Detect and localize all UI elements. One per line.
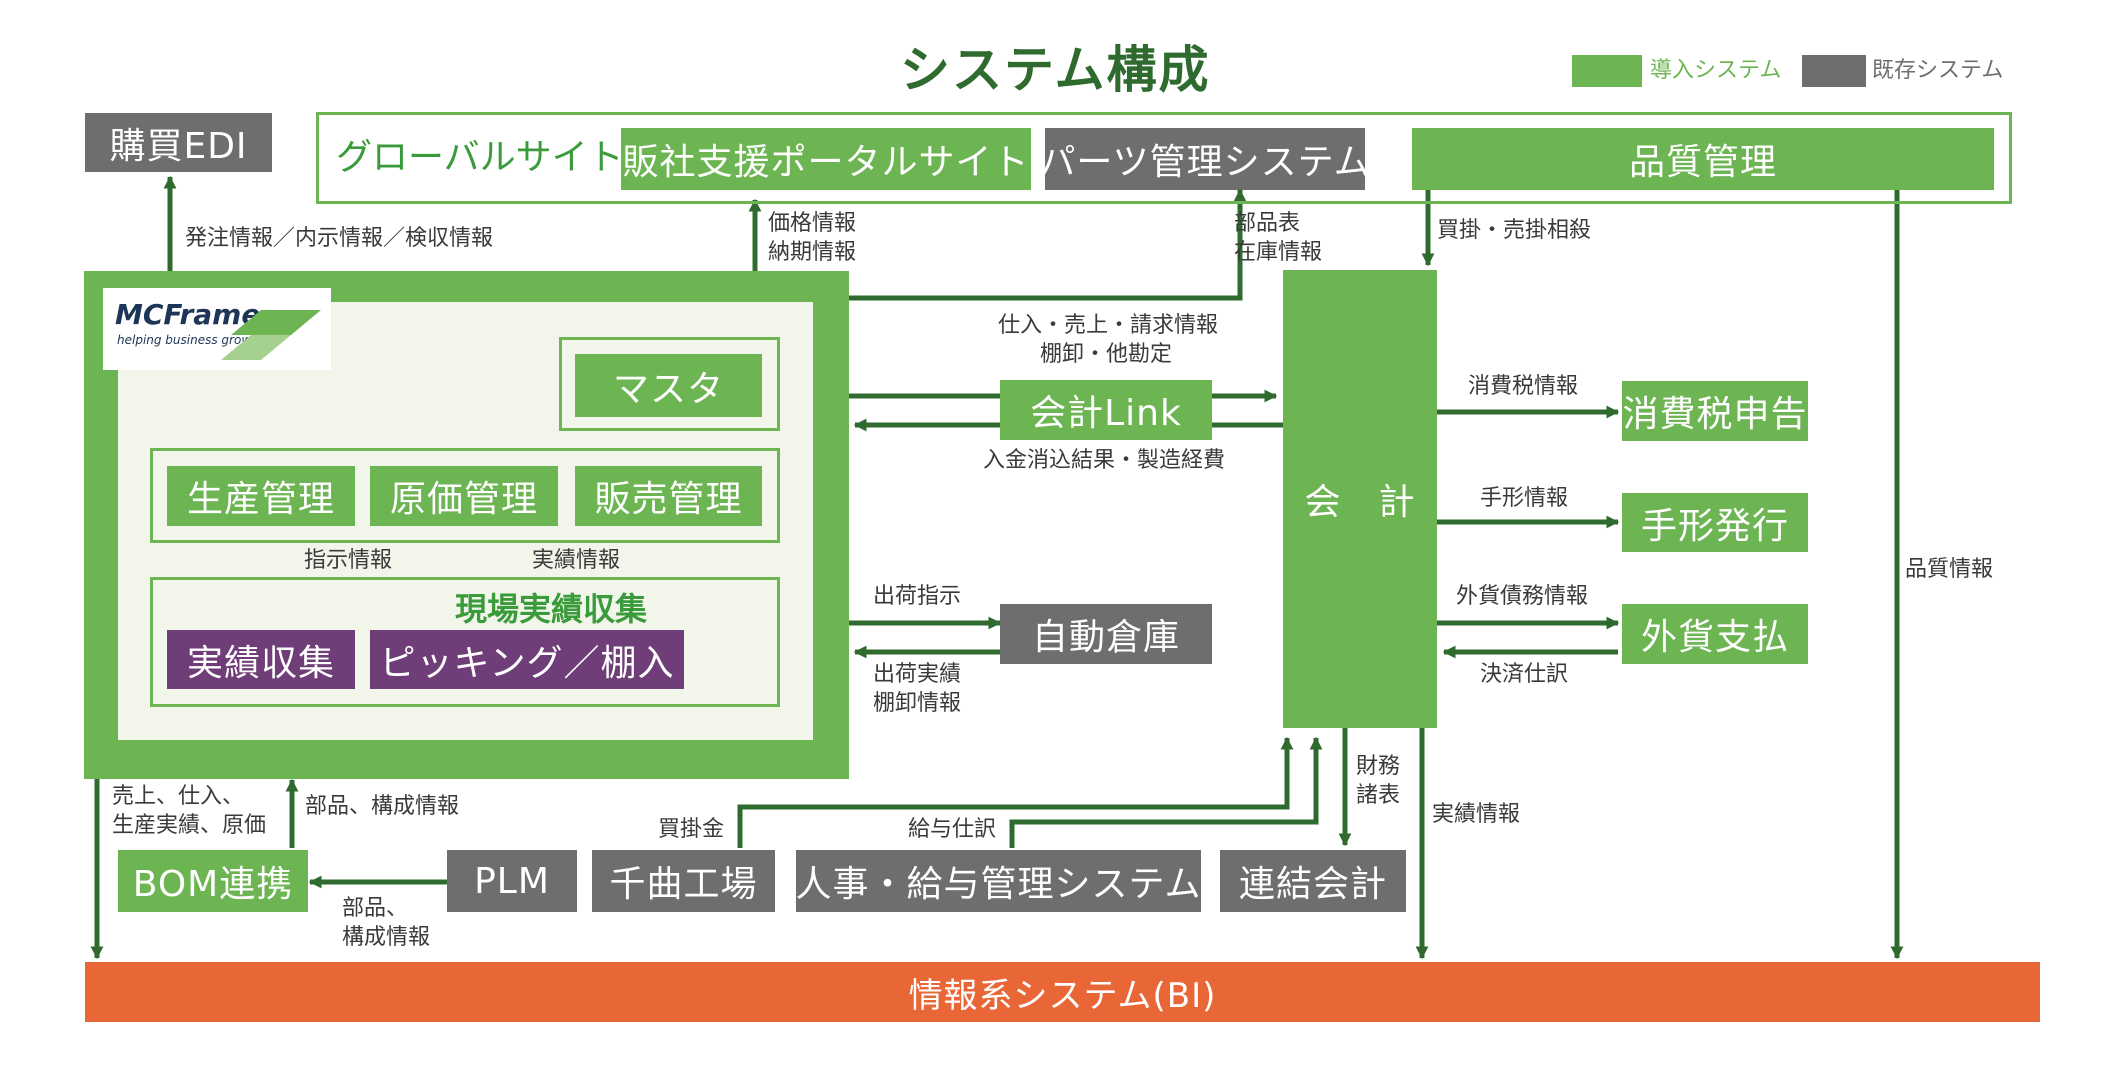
consolidated-box: 連結会計 — [1220, 850, 1406, 912]
picking-box: ピッキング／棚入 — [370, 630, 684, 689]
global-site-label: グローバルサイト — [336, 137, 624, 178]
label-link-out: 入金消込結果・製造経費 — [983, 448, 1226, 473]
mcframe-logo-icon — [221, 310, 321, 360]
label-link-in-1: 仕入・売上・請求情報 — [998, 313, 1219, 338]
label-ap-ar-offset: 買掛・売掛相殺 — [1437, 218, 1592, 243]
label-ship-result-1: 出荷実績 — [873, 662, 962, 687]
legend-existing-label: 既存システム — [1872, 58, 2004, 83]
global-site-frame — [316, 112, 2012, 204]
parts-system-box: パーツ管理システム — [1039, 128, 1370, 190]
label-ship-result-2: 棚卸情報 — [873, 691, 962, 716]
tax-filing-box: 消費税申告 — [1622, 381, 1808, 441]
cost-mgmt-box: 原価管理 — [370, 466, 558, 526]
diagram-title: システム構成 — [900, 41, 1211, 99]
label-payroll-entry: 給与仕訳 — [908, 817, 997, 842]
hr-payroll-box: 人事・給与管理システム — [796, 850, 1201, 912]
master-frame — [559, 337, 780, 431]
label-ship-instruction: 出荷指示 — [873, 584, 962, 609]
label-quality-info: 品質情報 — [1905, 557, 1994, 582]
label-sales-etc-1: 売上、仕入、 — [112, 784, 245, 809]
label-financial-1: 財務 — [1356, 754, 1401, 779]
label-tax-info: 消費税情報 — [1468, 374, 1579, 399]
label-price-info: 価格情報 — [768, 211, 857, 236]
label-stock-info: 在庫情報 — [1234, 240, 1323, 265]
sales-mgmt-box: 販売管理 — [575, 466, 762, 526]
fx-payment-box: 外貨支払 — [1622, 604, 1808, 664]
arrow-hr-to-accounting — [1009, 736, 1323, 848]
purchase-edi-box: 購買EDI — [85, 113, 272, 172]
label-settlement: 決済仕訳 — [1480, 662, 1569, 687]
label-link-in-2: 棚卸・他勘定 — [1040, 342, 1173, 367]
mcframe-tagline: helping business grow — [117, 333, 252, 347]
label-fx-debt-info: 外貨債務情報 — [1456, 584, 1589, 609]
mcframe-logo-box: MCFrame helping business grow — [103, 288, 331, 370]
accounting-box: 会 計 — [1283, 270, 1437, 728]
chikuma-factory-box: 千曲工場 — [592, 850, 775, 912]
legend-existing-swatch — [1802, 55, 1866, 87]
label-bom-info: 部品表 — [1234, 211, 1301, 236]
production-mgmt-box: 生産管理 — [167, 466, 355, 526]
core-modules-frame — [150, 448, 780, 543]
label-parts-2: 構成情報 — [342, 925, 431, 950]
label-parts-config: 部品、構成情報 — [305, 794, 460, 819]
label-result-info-bi: 実績情報 — [1432, 802, 1521, 827]
auto-warehouse-box: 自動倉庫 — [1000, 604, 1212, 664]
promissory-note-box: 手形発行 — [1622, 493, 1808, 552]
accounting-link-box: 会計Link — [1000, 380, 1212, 440]
legend-new-label: 導入システム — [1650, 58, 1782, 83]
plm-box: PLM — [447, 850, 577, 912]
label-note-info: 手形情報 — [1480, 486, 1569, 511]
shopfloor-title: 現場実績収集 — [455, 590, 648, 628]
bi-bar: 情報系システム(BI) — [85, 962, 2040, 1022]
label-financial-2: 諸表 — [1356, 783, 1401, 808]
label-sales-etc-2: 生産実績、原価 — [112, 813, 267, 838]
label-payable: 買掛金 — [658, 817, 725, 842]
mcframe-logo-text: MCFrame — [115, 298, 261, 331]
label-result-info: 実績情報 — [532, 548, 621, 573]
quality-box: 品質管理 — [1412, 128, 1994, 190]
label-order-info: 発注情報／内示情報／検収情報 — [185, 226, 494, 251]
shopfloor-frame — [150, 577, 780, 707]
label-instruction-info: 指示情報 — [304, 548, 393, 573]
bom-link-box: BOM連携 — [118, 850, 308, 912]
arrow-factory-to-accounting — [737, 736, 1294, 848]
arrow-to-parts — [848, 188, 1247, 301]
label-parts-1: 部品、 — [342, 896, 409, 921]
legend-new-swatch — [1572, 55, 1642, 87]
portal-site-box: 販社支援ポータルサイト — [621, 128, 1031, 190]
result-collection-box: 実績収集 — [167, 630, 355, 689]
label-delivery-info: 納期情報 — [768, 240, 857, 265]
master-box: マスタ — [575, 354, 762, 417]
